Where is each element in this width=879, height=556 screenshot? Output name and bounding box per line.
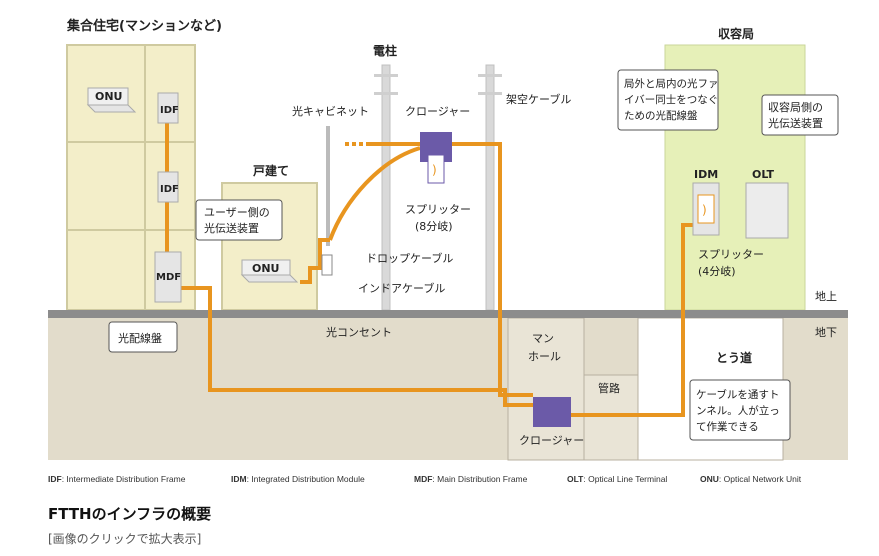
svg-text:): ) xyxy=(702,203,707,217)
optical-cabinet xyxy=(326,126,330,246)
label-idf-mid: IDF xyxy=(160,184,179,195)
mdf xyxy=(154,251,182,303)
onu-apartment xyxy=(87,87,129,106)
legend-item-olt: OLT: Optical Line Terminal xyxy=(567,474,668,484)
svg-text:): ) xyxy=(432,163,437,177)
label-manhole-l2: ホール xyxy=(528,350,561,363)
label-tunnel-callout-l2: ンネル。人が立っ xyxy=(696,404,780,417)
label-above-ground: 地上 xyxy=(815,290,837,303)
label-odf-callout-l2: イバー同士をつなぐ xyxy=(624,93,718,106)
label-aerial-cable: 架空ケーブル xyxy=(506,92,571,106)
splitter-8way xyxy=(427,154,445,184)
label-manhole-l1: マン xyxy=(532,332,554,345)
abbreviation-legend: IDF: Intermediate Distribution Frame IDM… xyxy=(48,474,848,488)
duct xyxy=(583,374,640,461)
label-tunnel: とう道 xyxy=(716,350,752,365)
label-idf-top: IDF xyxy=(160,105,179,116)
label-cabinet: 光キャビネット xyxy=(292,104,369,118)
olt-callout xyxy=(761,94,839,136)
legend-item-mdf: MDF: Main Distribution Frame xyxy=(414,474,528,484)
idf-top xyxy=(157,92,179,124)
label-closure-air: クロージャー xyxy=(405,105,470,118)
label-mdf: MDF xyxy=(156,272,181,283)
label-central-office: 収容局 xyxy=(718,26,754,41)
label-onu-callout-l2: 光伝送装置 xyxy=(204,221,259,235)
figure-caption: FTTHのインフラの概要 xyxy=(48,505,212,523)
label-house: 戸建て xyxy=(253,163,289,178)
label-indoor-cable: インドアケーブル xyxy=(358,281,445,295)
label-splitter4-l1: スプリッター xyxy=(698,248,764,261)
label-onu-apartment: ONU xyxy=(95,90,123,103)
legend-item-idm: IDM: Integrated Distribution Module xyxy=(231,474,365,484)
label-drop-cable: ドロップケーブル xyxy=(366,251,453,265)
label-olt: OLT xyxy=(752,168,775,181)
label-odf-callout-l3: ための光配線盤 xyxy=(624,109,698,122)
label-mdf-callout: 光配線盤 xyxy=(118,331,162,345)
label-below-ground: 地下 xyxy=(815,326,837,339)
label-onu-callout-l1: ユーザー側の xyxy=(204,206,270,219)
label-idm: IDM xyxy=(694,168,718,181)
label-splitter8-l1: スプリッター xyxy=(405,203,471,216)
label-olt-callout-l2: 光伝送装置 xyxy=(768,116,823,130)
utility-pole-left xyxy=(374,64,398,311)
mdf-callout xyxy=(108,321,178,353)
label-tunnel-callout-l1: ケーブルを通すト xyxy=(696,388,779,401)
label-olt-callout-l1: 収容局側の xyxy=(768,100,823,114)
onu-house xyxy=(241,259,291,276)
label-onu-house: ONU xyxy=(252,262,280,275)
ground-surface xyxy=(48,310,848,318)
tunnel-callout xyxy=(689,379,791,441)
onu-callout xyxy=(195,199,283,241)
label-splitter4-l2: (4分岐) xyxy=(698,265,736,278)
label-splitter8-l2: (8分岐) xyxy=(415,220,453,233)
label-closure-ground: クロージャー xyxy=(519,434,584,447)
idf-mid xyxy=(157,171,179,203)
label-apartment: 集合住宅(マンションなど) xyxy=(66,18,222,34)
label-odf-callout-l1: 局外と局内の光ファ xyxy=(624,77,719,90)
legend-item-onu: ONU: Optical Network Unit xyxy=(700,474,802,484)
optical-outlet xyxy=(321,254,333,276)
odf-callout xyxy=(617,69,719,131)
enlarge-image-link[interactable]: [画像のクリックで拡大表示] xyxy=(48,532,202,546)
olt-unit xyxy=(745,182,789,239)
closure-underground xyxy=(533,397,571,427)
label-pole: 電柱 xyxy=(373,43,397,58)
label-tunnel-callout-l3: て作業できる xyxy=(696,420,759,433)
legend-item-idf: IDF: Intermediate Distribution Frame xyxy=(48,474,186,484)
label-duct: 管路 xyxy=(598,381,620,395)
label-optical-outlet: 光コンセント xyxy=(326,325,392,339)
